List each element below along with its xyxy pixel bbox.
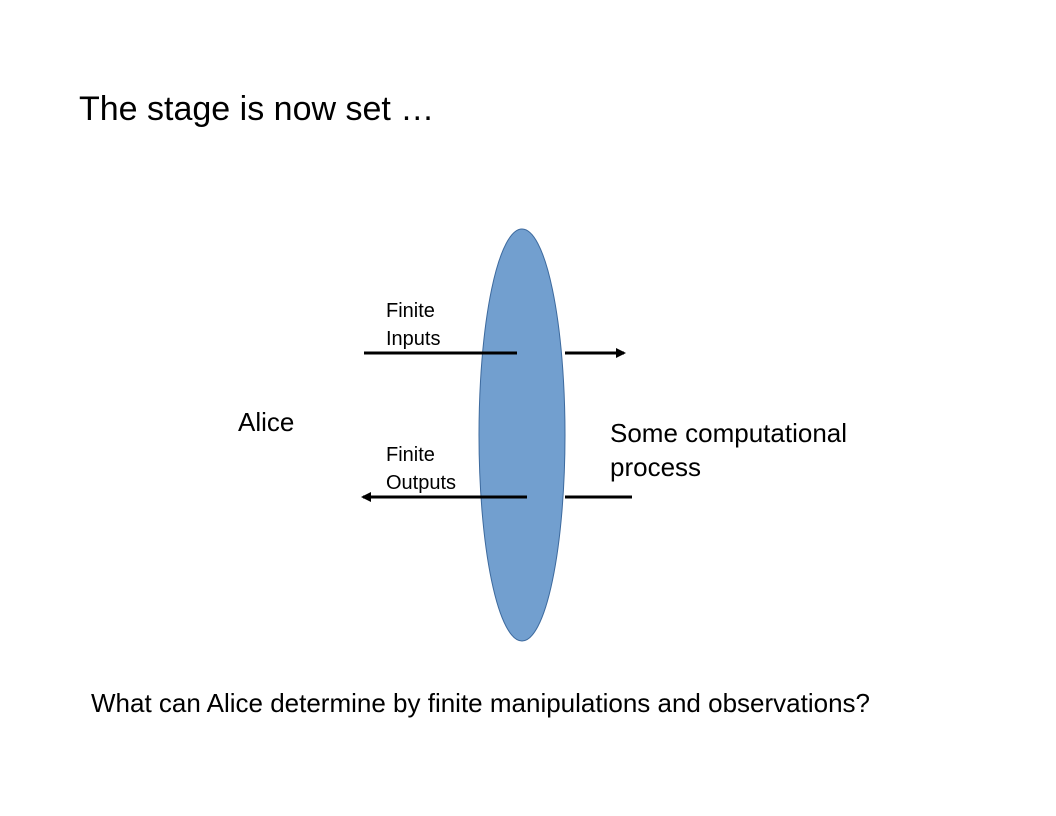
inputs-label: Finite Inputs [386, 297, 440, 353]
inputs-label-line1: Finite [386, 300, 435, 322]
barrier-ellipse [478, 228, 566, 642]
outputs-label-line2: Outputs [386, 472, 457, 494]
outputs-label: Finite Outputs [386, 441, 456, 497]
outputs-label-line1: Finite [386, 444, 435, 466]
inputs-label-line2: Inputs [386, 328, 441, 350]
process-label-line1: Some computational [610, 418, 848, 448]
process-label: Some computational process [610, 416, 847, 484]
question-text: What can Alice determine by finite manip… [91, 688, 870, 718]
alice-label: Alice [238, 407, 295, 437]
process-label-line2: process [610, 452, 702, 482]
slide-title: The stage is now set … [79, 90, 435, 128]
